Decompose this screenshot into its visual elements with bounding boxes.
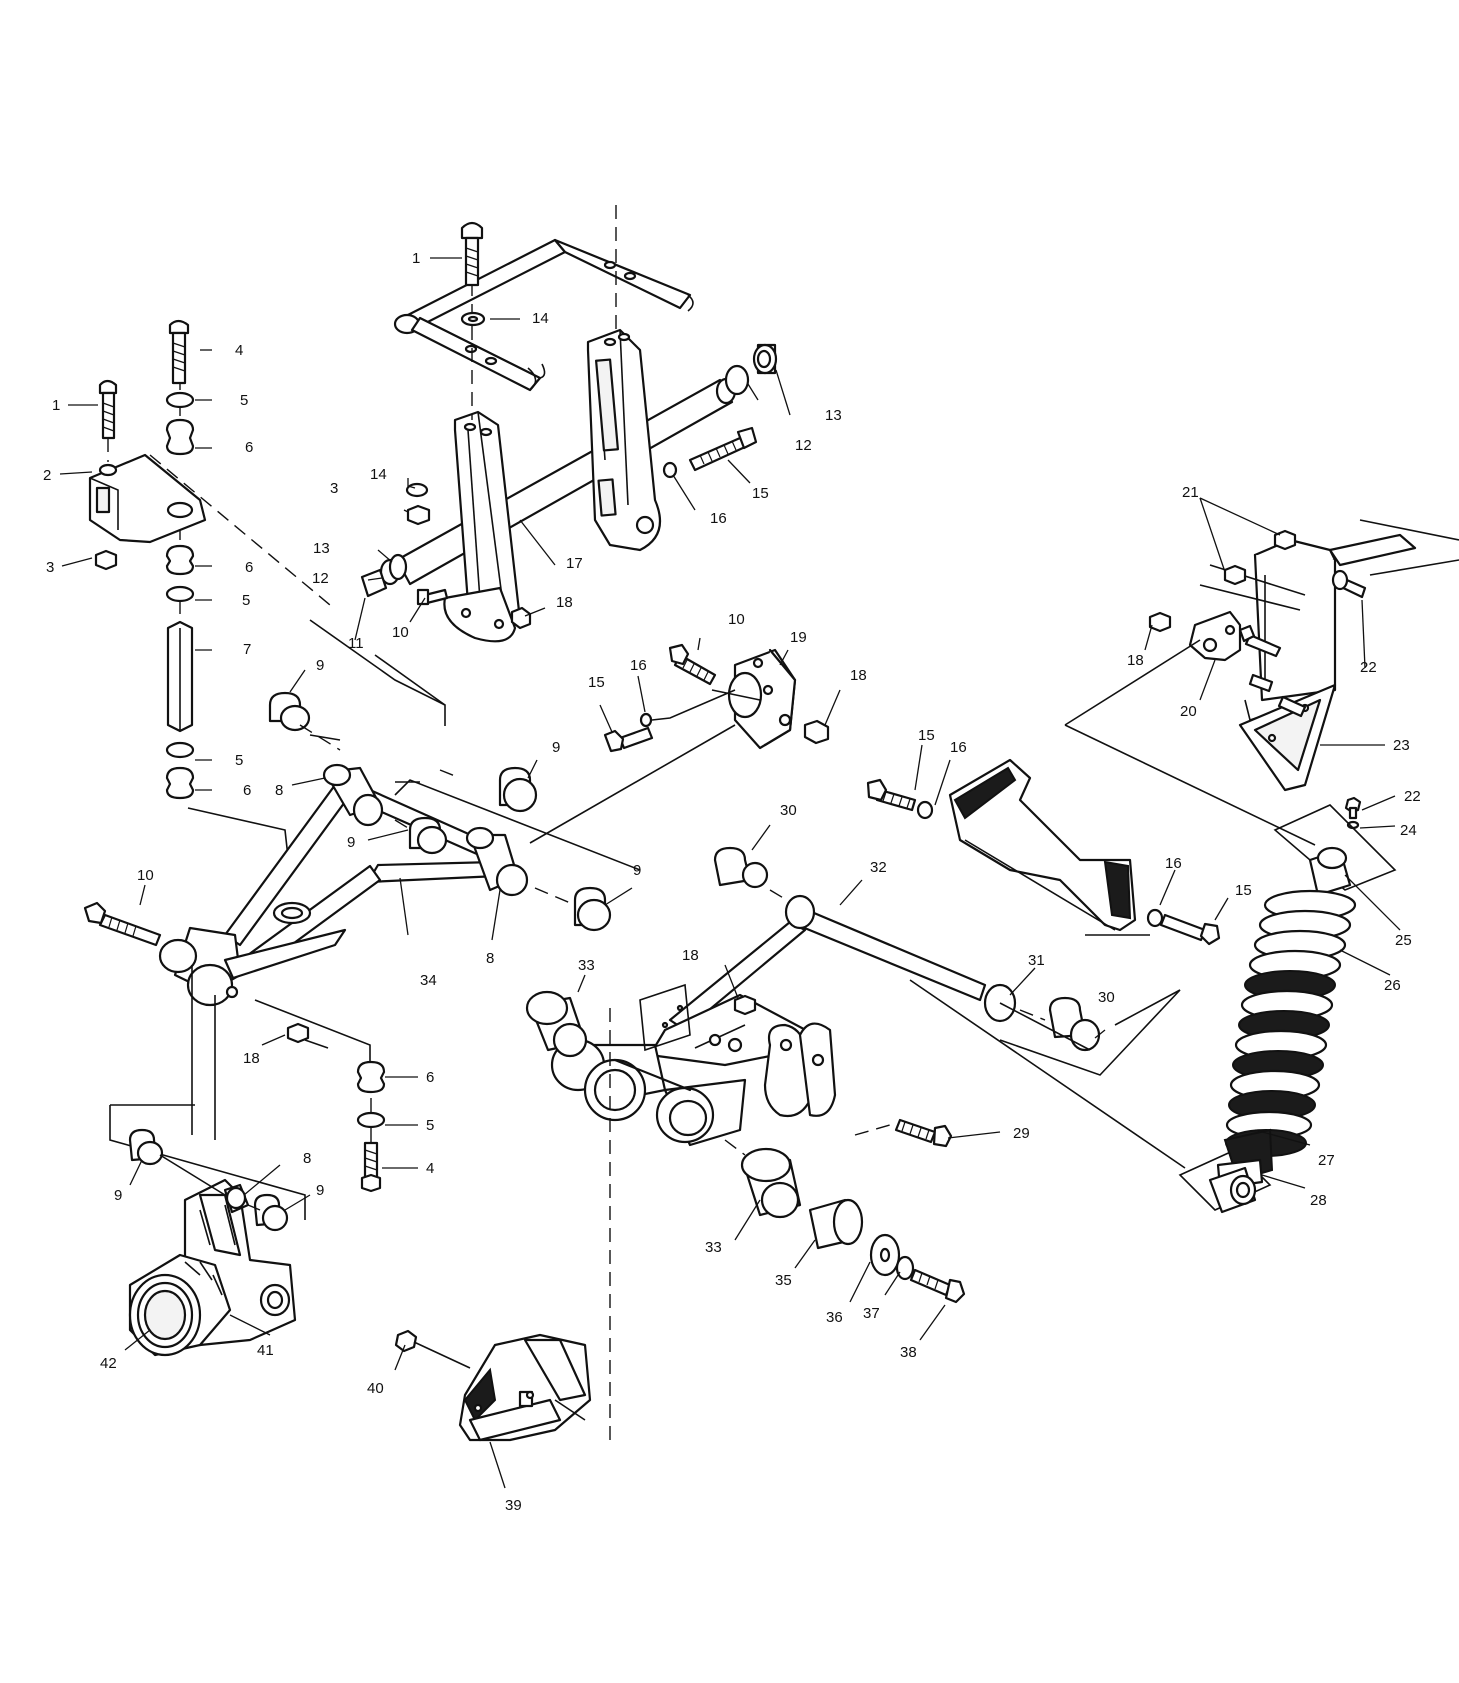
callout-10-block: 10 — [728, 611, 745, 628]
callout-5-top: 5 — [240, 392, 248, 409]
callout-9-b: 9 — [552, 739, 560, 756]
callout-27: 27 — [1318, 1152, 1335, 1169]
callout-15-block: 15 — [588, 674, 605, 691]
callout-32: 32 — [870, 859, 887, 876]
callout-6-low: 6 — [243, 782, 251, 799]
callout-16-right: 16 — [1165, 855, 1182, 872]
upper-frame-assembly — [354, 205, 791, 643]
callout-10-lower: 10 — [137, 867, 154, 884]
callout-9-a: 9 — [316, 657, 324, 674]
spindle-hub — [109, 1104, 311, 1357]
right-frame-assembly — [1064, 497, 1459, 846]
callout-18-block: 18 — [850, 667, 867, 684]
callout-6-bottom: 6 — [426, 1069, 434, 1086]
callout-22-bottom: 22 — [1404, 788, 1421, 805]
callout-16-mid: 16 — [950, 739, 967, 756]
upper-a-arm — [83, 654, 736, 1140]
callout-15-upper: 15 — [752, 485, 769, 502]
callout-28: 28 — [1310, 1192, 1327, 1209]
callout-30-a: 30 — [780, 802, 797, 819]
callout-33-a: 33 — [578, 957, 595, 974]
callout-14-left: 14 — [370, 466, 387, 483]
callout-8-b: 8 — [486, 950, 494, 967]
callout-18-lower: 18 — [682, 947, 699, 964]
callout-36: 36 — [826, 1309, 843, 1326]
callout-3-left: 3 — [46, 559, 54, 576]
mid-bracket — [866, 744, 1229, 946]
callout-5-mid: 5 — [242, 592, 250, 609]
callout-38: 38 — [900, 1344, 917, 1361]
callout-17: 17 — [566, 555, 583, 572]
callout-18-left: 18 — [243, 1050, 260, 1067]
callout-25: 25 — [1395, 932, 1412, 949]
callout-9-e: 9 — [114, 1187, 122, 1204]
callout-23: 23 — [1393, 737, 1410, 754]
callout-37: 37 — [863, 1305, 880, 1322]
callout-13-left: 13 — [313, 540, 330, 557]
lower-a-arm — [525, 824, 1181, 1440]
callout-9-c: 9 — [347, 834, 355, 851]
callout-41: 41 — [257, 1342, 274, 1359]
callout-8-a: 8 — [275, 782, 283, 799]
lower-bracket — [394, 1329, 592, 1489]
callout-7: 7 — [243, 641, 251, 658]
callout-15-right: 15 — [1235, 882, 1252, 899]
callout-1-left: 1 — [52, 397, 60, 414]
callout-22-top: 22 — [1360, 659, 1377, 676]
callout-29: 29 — [1013, 1125, 1030, 1142]
callout-26: 26 — [1384, 977, 1401, 994]
callout-30-b: 30 — [1098, 989, 1115, 1006]
callout-34: 34 — [420, 972, 437, 989]
callout-11: 11 — [348, 635, 364, 652]
callout-31: 31 — [1028, 952, 1045, 969]
callout-16-block: 16 — [630, 657, 647, 674]
callout-15-mid: 15 — [918, 727, 935, 744]
callout-6-top: 6 — [245, 439, 253, 456]
callout-16-upper: 16 — [710, 510, 727, 527]
callout-39: 39 — [505, 1497, 522, 1514]
callout-14-top: 14 — [532, 310, 549, 327]
callout-4-bottom: 4 — [426, 1160, 434, 1177]
callout-20: 20 — [1180, 703, 1197, 720]
callout-8-c: 8 — [303, 1150, 311, 1167]
shock-absorber — [909, 804, 1401, 1214]
left-stack-assembly — [59, 319, 446, 876]
callout-42: 42 — [100, 1355, 117, 1372]
callout-1-top: 1 — [412, 250, 420, 267]
callout-6-mid: 6 — [245, 559, 253, 576]
callout-19: 19 — [790, 629, 807, 646]
callout-18-upper: 18 — [556, 594, 573, 611]
callout-35: 35 — [775, 1272, 792, 1289]
callout-3-mid: 3 — [330, 480, 338, 497]
callout-2: 2 — [43, 467, 51, 484]
callout-5-low: 5 — [235, 752, 243, 769]
callout-9-f: 9 — [316, 1182, 324, 1199]
callout-9-d: 9 — [633, 862, 641, 879]
callout-labels: 1 2 3 4 5 6 6 5 7 5 6 1 14 13 12 15 16 1… — [43, 250, 1421, 1514]
lower-left-stack — [356, 1060, 418, 1193]
callout-21: 21 — [1182, 484, 1199, 501]
callout-40: 40 — [367, 1380, 384, 1397]
callout-18-right: 18 — [1127, 652, 1144, 669]
callout-33-b: 33 — [705, 1239, 722, 1256]
callout-12-left: 12 — [312, 570, 329, 587]
upper-pivot-block — [599, 637, 841, 753]
callout-4-top: 4 — [235, 342, 243, 359]
callout-10-upper: 10 — [392, 624, 409, 641]
callout-13-right: 13 — [825, 407, 842, 424]
callout-24: 24 — [1400, 822, 1417, 839]
shock-spring — [1225, 889, 1357, 1157]
callout-12-right: 12 — [795, 437, 812, 454]
callout-5-bottom: 5 — [426, 1117, 434, 1134]
